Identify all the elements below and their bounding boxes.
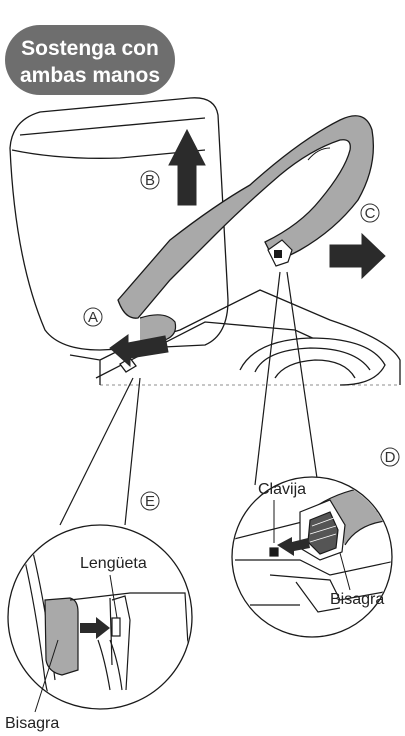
right-arrow-icon [330, 234, 385, 278]
svg-text:B: B [145, 172, 155, 189]
svg-text:E: E [145, 493, 155, 510]
marker-c: C [361, 204, 379, 222]
label-clavija: Clavija [258, 481, 306, 498]
detail-d: Clavija Bisagra [230, 477, 400, 637]
marker-b: B [141, 171, 159, 189]
badge-line1: Sostenga con [21, 37, 159, 60]
marker-e: E [141, 492, 159, 510]
hold-badge: Sostenga con ambas manos [5, 25, 175, 95]
svg-text:A: A [88, 309, 98, 326]
svg-text:D: D [385, 449, 396, 466]
badge-line2: ambas manos [20, 64, 160, 87]
label-lengueta: Lengüeta [80, 555, 147, 572]
marker-d: D [381, 448, 399, 466]
svg-text:C: C [365, 205, 376, 222]
marker-a: A [84, 308, 102, 326]
bowl-opening [240, 338, 385, 385]
label-bisagra-d: Bisagra [330, 591, 384, 608]
label-bisagra-e: Bisagra [5, 715, 59, 732]
detail-e: Lengüeta [8, 525, 192, 720]
